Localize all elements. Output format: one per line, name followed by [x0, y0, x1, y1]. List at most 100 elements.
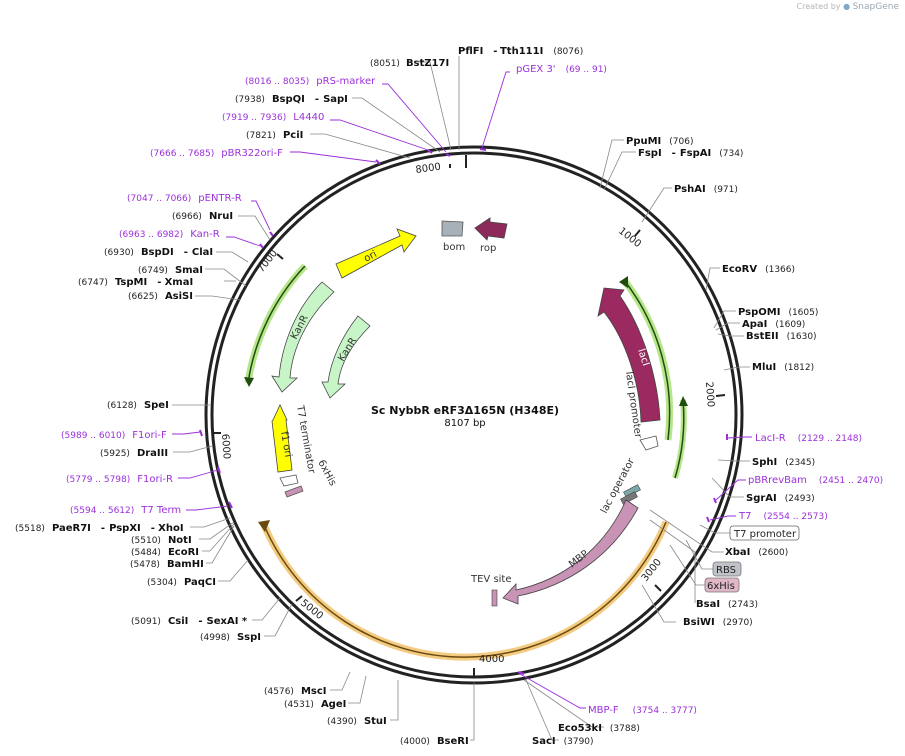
enzyme-spei: (6128)SpeI: [107, 400, 169, 411]
rbs-badge: RBS: [685, 539, 742, 577]
enzyme-bsteii: BstEII(1630): [746, 331, 817, 342]
primer-f1ori-r: (5779 .. 5798)F1ori-R: [66, 474, 173, 485]
enzyme-bseri: (4000)BseRI: [400, 736, 469, 747]
kanr-inner-arrow: [321, 315, 371, 399]
his-tag-box: [620, 491, 638, 505]
his-label: 6xHis: [707, 581, 735, 592]
orf-arc-orange-head: [258, 520, 270, 532]
t7-promoter-label: T7 promoter: [733, 529, 797, 540]
enzyme-eco53ki: Eco53kI(3788): [558, 723, 640, 734]
enzyme-tspmi-xmai: (6747)TspMI-XmaI: [78, 277, 193, 288]
plasmid-length: 8107 bp: [444, 418, 485, 429]
tick-4000: 4000: [473, 654, 504, 677]
tev-site-box: [491, 589, 498, 607]
enzyme-bspqi-sapi: (7938)BspQI-SapI: [235, 94, 348, 105]
primer-prs-marker: (8016 .. 8035)pRS-marker: [245, 76, 376, 87]
kanr-outer-arrow: [271, 281, 335, 393]
tick-1000: 1000: [616, 226, 643, 250]
enzyme-fspi-fspai: FspI-FspAI(734): [638, 148, 743, 159]
tick-8000: 8000: [415, 162, 451, 176]
primer-t7-term: (5594 .. 5612)T7 Term: [70, 505, 181, 516]
primer-pentr-r: (7047 .. 7066)pENTR-R: [127, 193, 242, 204]
primer-t7: T7(2554 .. 2573): [738, 511, 828, 522]
enzyme-pcii: (7821)PciI: [246, 130, 303, 141]
mbp-arrow: [502, 499, 639, 605]
enzyme-csii-sexai: (5091)CsiI-SexAI *: [131, 616, 248, 627]
enzyme-msci: (4576)MscI: [264, 686, 327, 697]
enzyme-ppumi: PpuMI(706): [626, 136, 693, 147]
enzyme-agei: (4531)AgeI: [284, 699, 346, 710]
svg-text:4000: 4000: [479, 654, 504, 665]
created-by-text: Created by: [796, 2, 841, 11]
rop-label: rop: [480, 243, 496, 254]
his-inner-box: [284, 485, 304, 498]
t7-terminator-label: T7 terminator: [294, 404, 317, 476]
ori-label: ori: [362, 249, 379, 265]
enzyme-sspi: (4998)SspI: [200, 632, 261, 643]
enzyme-noti: (5510)NotI: [131, 535, 192, 546]
his-badge: 6xHis: [669, 544, 740, 593]
enzyme-leaders: [172, 56, 750, 741]
enzyme-sphi: SphI(2345): [752, 457, 815, 468]
svg-text:2000: 2000: [703, 381, 716, 407]
enzyme-paer7i-pspxi-xhoi: (5518)PaeR7I-PspXI-XhoI: [15, 523, 184, 534]
primer-f1ori-f: (5989 .. 6010)F1ori-F: [61, 430, 167, 441]
bom-feature: [441, 220, 464, 237]
enzyme-bsai: BsaI(2743): [696, 599, 758, 610]
orf-arc-orange-line: [263, 521, 667, 658]
enzyme-ecori: (5484)EcoRI: [131, 547, 199, 558]
f1-ori-label: f1 ori: [278, 431, 293, 459]
svg-text:1000: 1000: [616, 226, 643, 250]
enzyme-ecorv: EcoRV(1366): [722, 264, 795, 275]
enzyme-asisi: (6625)AsiSI: [128, 291, 193, 302]
enzyme-pflfi-dash: -: [493, 46, 497, 57]
ori-arrow: [335, 228, 417, 279]
enzyme-saci: SacI(3790): [532, 736, 594, 747]
enzyme-stui: (4390)StuI: [327, 716, 387, 727]
green-arc-t7-head: [679, 396, 688, 406]
enzyme-mlui: MluI(1812): [752, 362, 814, 373]
f1-ori-arrow: [271, 404, 293, 473]
rop-arrow: [474, 217, 508, 241]
enzyme-smai: (6749)SmaI: [138, 265, 203, 276]
enzyme-draiii: (5925)DraIII: [100, 448, 168, 459]
primer-kan-r: (6963 .. 6982)Kan-R: [119, 229, 220, 240]
enzyme-pflfi-tth111i: PflFI-Tth111I(8076): [458, 46, 583, 57]
enzyme-bspdi-clai: (6930)BspDI-ClaI: [104, 247, 213, 258]
plasmid-name: Sc NybbR eRF3Δ165N (H348E): [371, 404, 559, 417]
t7-promoter-badge: T7 promoter: [699, 524, 800, 541]
tick-6000: 6000: [212, 432, 232, 460]
enzyme-nrui: (6966)NruI: [172, 211, 233, 222]
primer-pbr322ori-f: (7666 .. 7685)pBR322ori-F: [150, 148, 283, 159]
snapgene-credit: Created by ● SnapGene: [797, 2, 900, 12]
t7-terminator-arrow: [279, 474, 299, 487]
brand-name: SnapGene: [852, 2, 899, 12]
snapgene-logo-icon: ●: [843, 2, 851, 11]
rbs-label: RBS: [716, 565, 736, 576]
green-arc-laci-line: [623, 279, 671, 441]
green-arc-kanr-line: [247, 265, 306, 384]
green-arc-kanr-head: [244, 377, 254, 387]
enzyme-sgrai: SgrAI(2493): [746, 493, 815, 504]
tev-site-label: TEV site: [470, 574, 512, 585]
enzyme-xbai: XbaI(2600): [725, 547, 788, 558]
primer-marks: [199, 148, 728, 675]
enzyme-paqci: (5304)PaqCI: [147, 577, 216, 588]
bom-label: bom: [443, 242, 465, 253]
svg-text:6000: 6000: [219, 433, 232, 459]
tick-2000: 2000: [703, 381, 726, 408]
laci-label: lacI: [635, 348, 651, 368]
primer-mbp-f: MBP-F(3754 .. 3777): [588, 705, 697, 716]
primer-leaders: [172, 71, 752, 709]
svg-text:8000: 8000: [415, 162, 442, 176]
his-inner-label: 6xHis: [315, 458, 338, 488]
green-arc-laci-head: [619, 276, 628, 288]
enzyme-pspomi: PspOMI(1605): [738, 307, 818, 318]
primer-pgex-3: pGEX 3'(69 .. 91): [516, 64, 607, 75]
primer-pbrrevbam: pBRrevBam(2451 .. 2470): [748, 475, 883, 486]
laci-promoter-arrow: [639, 435, 659, 451]
enzyme-bstz17i: (8051)BstZ17I: [370, 58, 449, 69]
primer-l4440: (7919 .. 7936)L4440: [222, 112, 324, 123]
enzyme-apai: ApaI(1609): [742, 319, 805, 330]
